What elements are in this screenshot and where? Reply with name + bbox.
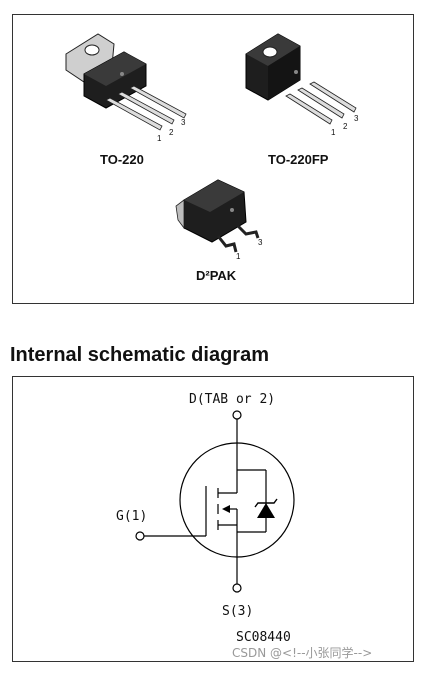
gate-label: G(1) bbox=[116, 509, 148, 524]
to220fp-pin-3: 3 bbox=[354, 114, 359, 123]
d2pak-package-image bbox=[175, 179, 260, 253]
d2pak-pin-1: 1 bbox=[236, 252, 241, 261]
drain-label: D(TAB or 2) bbox=[189, 392, 276, 407]
drain-terminal bbox=[232, 410, 242, 420]
d2pak-pin-3: 3 bbox=[258, 238, 263, 247]
to220fp-pin-2: 2 bbox=[343, 122, 348, 131]
to220-label: TO-220 bbox=[100, 152, 144, 167]
mosfet-body-circle bbox=[179, 442, 295, 558]
watermark: CSDN @<!--小张同学--> bbox=[232, 646, 373, 660]
source-terminal bbox=[232, 583, 242, 593]
to220-package-image bbox=[65, 33, 187, 131]
to220-pin-2: 2 bbox=[169, 128, 174, 137]
to220-pin-3: 3 bbox=[181, 118, 186, 127]
to220-pin-1: 1 bbox=[157, 134, 162, 143]
gate-terminal bbox=[135, 531, 145, 541]
schematic-panel bbox=[12, 376, 414, 662]
source-label: S(3) bbox=[222, 604, 254, 619]
d2pak-label: D²PAK bbox=[196, 268, 237, 283]
to220fp-pin-1: 1 bbox=[331, 128, 336, 137]
section-heading: Internal schematic diagram bbox=[10, 344, 269, 366]
to220fp-label: TO-220FP bbox=[268, 152, 329, 167]
to220fp-package-image bbox=[245, 33, 357, 125]
body-diode-icon bbox=[257, 503, 275, 518]
schematic-code: SC08440 bbox=[236, 630, 291, 645]
